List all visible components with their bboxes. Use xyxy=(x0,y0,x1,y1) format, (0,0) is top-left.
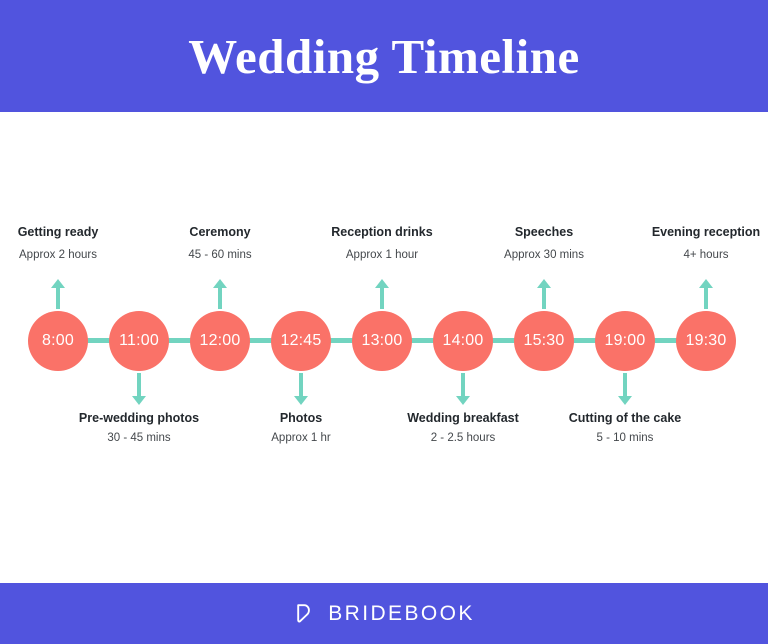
timeline-diagram: 8:00 11:00 12:00 12:45 13:00 14:00 15:30 19:00 1… xyxy=(0,112,768,583)
timeline-node-time: 19:00 xyxy=(604,332,646,349)
arrow-head xyxy=(213,279,227,288)
timeline-event-title: Photos xyxy=(279,411,323,425)
arrow-stem xyxy=(380,287,384,309)
arrow-head xyxy=(456,396,470,405)
arrow-stem xyxy=(461,373,465,397)
timeline-arrow-down-1 xyxy=(294,373,308,405)
timeline-arrow-up-2 xyxy=(375,279,389,309)
timeline-arrow-down-3 xyxy=(618,373,632,405)
timeline-node-time: 14:00 xyxy=(442,332,484,349)
bridebook-wordmark: BRIDEBOOK xyxy=(328,602,475,625)
timeline-node-time: 12:45 xyxy=(280,332,322,349)
arrow-head xyxy=(537,279,551,288)
timeline-node-13-00[interactable]: 13:00 xyxy=(352,311,412,371)
arrow-stem xyxy=(56,287,60,309)
timeline-node-15-30[interactable]: 15:30 xyxy=(514,311,574,371)
timeline-event-title: Pre-wedding photos xyxy=(78,411,200,425)
arrow-stem xyxy=(218,287,222,309)
timeline-arrow-up-0 xyxy=(51,279,65,309)
arrow-head xyxy=(375,279,389,288)
footer-band: BRIDEBOOK xyxy=(0,583,768,644)
timeline-node-time: 19:30 xyxy=(685,332,727,349)
timeline-event-title: Cutting of the cake xyxy=(568,411,682,425)
arrow-stem xyxy=(623,373,627,397)
timeline-node-12-45[interactable]: 12:45 xyxy=(271,311,331,371)
timeline-event-duration: Approx 1 hr xyxy=(271,431,331,444)
timeline-event-below-3: Cutting of the cake 5 - 10 mins xyxy=(525,411,725,446)
timeline-arrow-up-4 xyxy=(699,279,713,309)
timeline-arrow-up-1 xyxy=(213,279,227,309)
timeline-event-title: Reception drinks xyxy=(331,225,433,239)
arrow-head xyxy=(51,279,65,288)
timeline-node-time: 15:30 xyxy=(523,332,565,349)
timeline-event-below-2: Wedding breakfast 2 - 2.5 hours xyxy=(363,411,563,446)
timeline-event-duration: 30 - 45 mins xyxy=(107,431,171,444)
arrow-stem xyxy=(542,287,546,309)
timeline-node-8-00[interactable]: 8:00 xyxy=(28,311,88,371)
timeline-node-12-00[interactable]: 12:00 xyxy=(190,311,250,371)
arrow-head xyxy=(294,396,308,405)
timeline-event-title: Getting ready xyxy=(17,225,99,239)
timeline-node-19-00[interactable]: 19:00 xyxy=(595,311,655,371)
timeline-event-duration: 45 - 60 mins xyxy=(188,248,252,261)
timeline-event-duration: Approx 30 mins xyxy=(504,248,584,261)
timeline-arrow-down-0 xyxy=(132,373,146,405)
timeline-event-above-4: Evening reception 4+ hours xyxy=(606,225,768,263)
header-band xyxy=(0,0,768,112)
timeline-node-time: 13:00 xyxy=(361,332,403,349)
arrow-head xyxy=(132,396,146,405)
arrow-stem xyxy=(704,287,708,309)
timeline-node-11-00[interactable]: 11:00 xyxy=(109,311,169,371)
timeline-event-duration: 5 - 10 mins xyxy=(596,431,654,444)
timeline-event-duration: 2 - 2.5 hours xyxy=(430,431,496,444)
arrow-head xyxy=(699,279,713,288)
timeline-event-duration: Approx 2 hours xyxy=(19,248,97,261)
timeline-node-time: 11:00 xyxy=(119,332,159,349)
timeline-node-14-00[interactable]: 14:00 xyxy=(433,311,493,371)
timeline-event-below-0: Pre-wedding photos 30 - 45 mins xyxy=(39,411,239,446)
arrow-stem xyxy=(299,373,303,397)
arrow-head xyxy=(618,396,632,405)
timeline-node-time: 12:00 xyxy=(199,332,241,349)
timeline-event-above-1: Ceremony 45 - 60 mins xyxy=(120,225,320,263)
page-title: Wedding Timeline xyxy=(188,28,580,84)
timeline-node-time: 8:00 xyxy=(42,332,74,349)
timeline-event-title: Speeches xyxy=(514,225,574,239)
timeline-arrow-down-2 xyxy=(456,373,470,405)
timeline-event-title: Ceremony xyxy=(189,225,251,239)
arrow-stem xyxy=(137,373,141,397)
bridebook-logo[interactable]: BRIDEBOOK xyxy=(293,602,474,626)
timeline-event-title: Evening reception xyxy=(651,225,761,239)
timeline-event-duration: 4+ hours xyxy=(683,248,729,261)
timeline-event-duration: Approx 1 hour xyxy=(345,248,419,261)
timeline-arrow-up-3 xyxy=(537,279,551,309)
timeline-node-19-30[interactable]: 19:30 xyxy=(676,311,736,371)
timeline-event-title: Wedding breakfast xyxy=(407,411,519,425)
bridebook-heart-icon xyxy=(293,602,317,626)
